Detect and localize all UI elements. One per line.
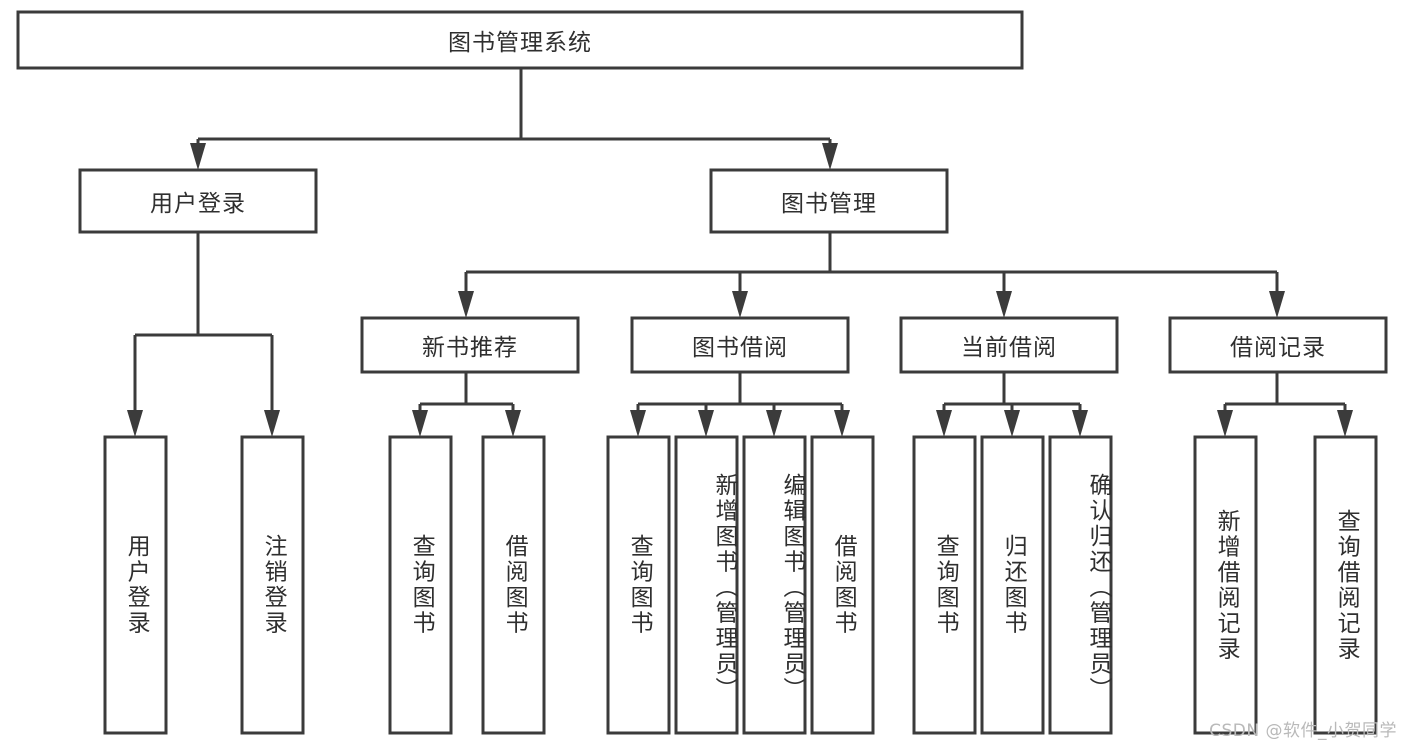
- node-borrow-record[interactable]: [1168, 316, 1388, 374]
- arrow-to-current-borrow: [996, 291, 1012, 318]
- watermark-text: CSDN @软件_小贺同学: [1209, 721, 1397, 741]
- arrow-to-new-book-recommend: [458, 291, 474, 318]
- arrow-to-book-manage: [822, 143, 838, 170]
- arrow-to-bb-leaf-3: [766, 410, 782, 437]
- arrow-to-br-leaf-1: [1217, 410, 1233, 437]
- arrow-to-leaf-user-login: [127, 410, 143, 437]
- arrow-to-user-login: [190, 143, 206, 170]
- node-leaf-cb-query-book[interactable]: [912, 435, 977, 735]
- node-leaf-logout[interactable]: [240, 435, 305, 735]
- node-leaf-br-add-record[interactable]: [1193, 435, 1258, 735]
- node-current-borrow[interactable]: [899, 316, 1119, 374]
- arrow-to-cb-leaf-1: [936, 410, 952, 437]
- node-new-book-recommend[interactable]: [360, 316, 580, 374]
- connector-layer: [127, 68, 1353, 437]
- arrow-to-borrow-record: [1269, 291, 1285, 318]
- node-leaf-cb-confirm-return[interactable]: [1048, 435, 1113, 735]
- arrow-to-bb-leaf-1: [630, 410, 646, 437]
- node-leaf-bb-query-book[interactable]: [606, 435, 671, 735]
- arrow-to-cb-leaf-3: [1072, 410, 1088, 437]
- node-leaf-nbr-query-book[interactable]: [388, 435, 453, 735]
- node-book-borrow[interactable]: [630, 316, 850, 374]
- arrow-to-nbr-leaf-1: [412, 410, 428, 437]
- node-leaf-user-login[interactable]: [103, 435, 168, 735]
- node-leaf-br-query-record[interactable]: [1313, 435, 1378, 735]
- node-user-login[interactable]: [78, 168, 318, 234]
- node-leaf-cb-return-book[interactable]: [980, 435, 1045, 735]
- node-leaf-bb-edit-book[interactable]: [742, 435, 807, 735]
- node-leaf-nbr-borrow-book[interactable]: [481, 435, 546, 735]
- node-leaf-bb-borrow-book[interactable]: [810, 435, 875, 735]
- node-layer: [16, 10, 1388, 735]
- node-leaf-bb-add-book[interactable]: [674, 435, 739, 735]
- node-root[interactable]: [16, 10, 1024, 70]
- arrow-to-br-leaf-2: [1337, 410, 1353, 437]
- arrow-to-cb-leaf-2: [1004, 410, 1020, 437]
- arrow-to-book-borrow: [732, 291, 748, 318]
- arrow-to-bb-leaf-4: [834, 410, 850, 437]
- arrow-to-leaf-logout: [264, 410, 280, 437]
- node-book-manage[interactable]: [709, 168, 949, 234]
- arrow-to-bb-leaf-2: [698, 410, 714, 437]
- arrow-to-nbr-leaf-2: [505, 410, 521, 437]
